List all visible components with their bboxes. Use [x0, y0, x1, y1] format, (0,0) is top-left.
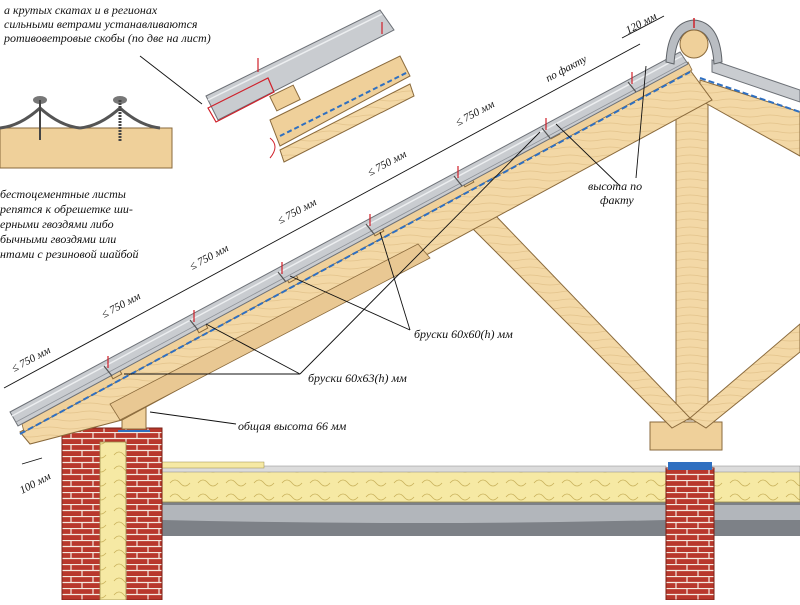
left-rafter — [19, 69, 713, 445]
svg-text:≤ 750 мм: ≤ 750 мм — [276, 196, 319, 226]
dimension-line — [3, 15, 665, 465]
ridge-cap — [665, 18, 723, 65]
svg-text:сильными ветрами устанавливают: сильными ветрами устанавливаются — [4, 17, 198, 31]
leader-lines — [124, 55, 647, 425]
ridge-dim-label: 120 мм — [624, 10, 659, 36]
detail-inset-top — [205, 9, 415, 163]
svg-text:ротивоветровые скобы (по две н: ротивоветровые скобы (по две на лист) — [3, 31, 211, 45]
svg-text:факту: факту — [600, 193, 634, 207]
ceiling-slab — [160, 502, 800, 536]
svg-text:≤ 750 мм: ≤ 750 мм — [454, 98, 497, 128]
corrugated-sheets — [9, 51, 689, 427]
svg-text:≤ 750 мм: ≤ 750 мм — [366, 148, 409, 178]
svg-text:высота по: высота по — [588, 179, 642, 193]
svg-text:нтами с резиновой шайбой: нтами с резиновой шайбой — [0, 247, 139, 261]
svg-text:а крутых скатах и в регионах: а крутых скатах и в регионах — [4, 3, 158, 17]
fastener-detail — [0, 96, 173, 169]
svg-text:бычными гвоздями или: бычными гвоздями или — [0, 232, 116, 246]
right-corrugated-sheet — [711, 59, 800, 103]
note-windy: а крутых скатах и в регионах сильными ве… — [3, 3, 211, 45]
svg-text:бестоцементные листы: бестоцементные листы — [0, 187, 126, 201]
truss-brace-left — [469, 213, 691, 429]
svg-text:≤ 750 мм: ≤ 750 мм — [10, 344, 53, 374]
svg-text:репятся к обрешетке ши-: репятся к обрешетке ши- — [0, 202, 133, 216]
battens-60x63-label: бруски 60x63(h) мм — [308, 371, 407, 385]
total-height-label: общая высота 66 мм — [238, 419, 347, 433]
center-brick-pillar — [665, 462, 715, 601]
svg-text:≤ 750 мм: ≤ 750 мм — [188, 242, 231, 272]
fasteners — [107, 72, 633, 368]
svg-text:ерными гвоздями либо: ерными гвоздями либо — [0, 217, 114, 231]
note-fixing: бестоцементные листы репятся к обрешетке… — [0, 187, 139, 261]
truss-brace-right — [689, 323, 800, 429]
battens-60x60-label: бруски 60x60(h) мм — [414, 327, 513, 341]
ridge-height-callout: высота по факту — [588, 179, 642, 207]
truss-kingpost — [649, 101, 723, 451]
actual-label: по факту — [544, 53, 589, 85]
eave-dim-label: 100 мм — [18, 470, 53, 496]
ceiling-insulation — [151, 461, 800, 503]
left-brick-wall — [61, 404, 163, 601]
